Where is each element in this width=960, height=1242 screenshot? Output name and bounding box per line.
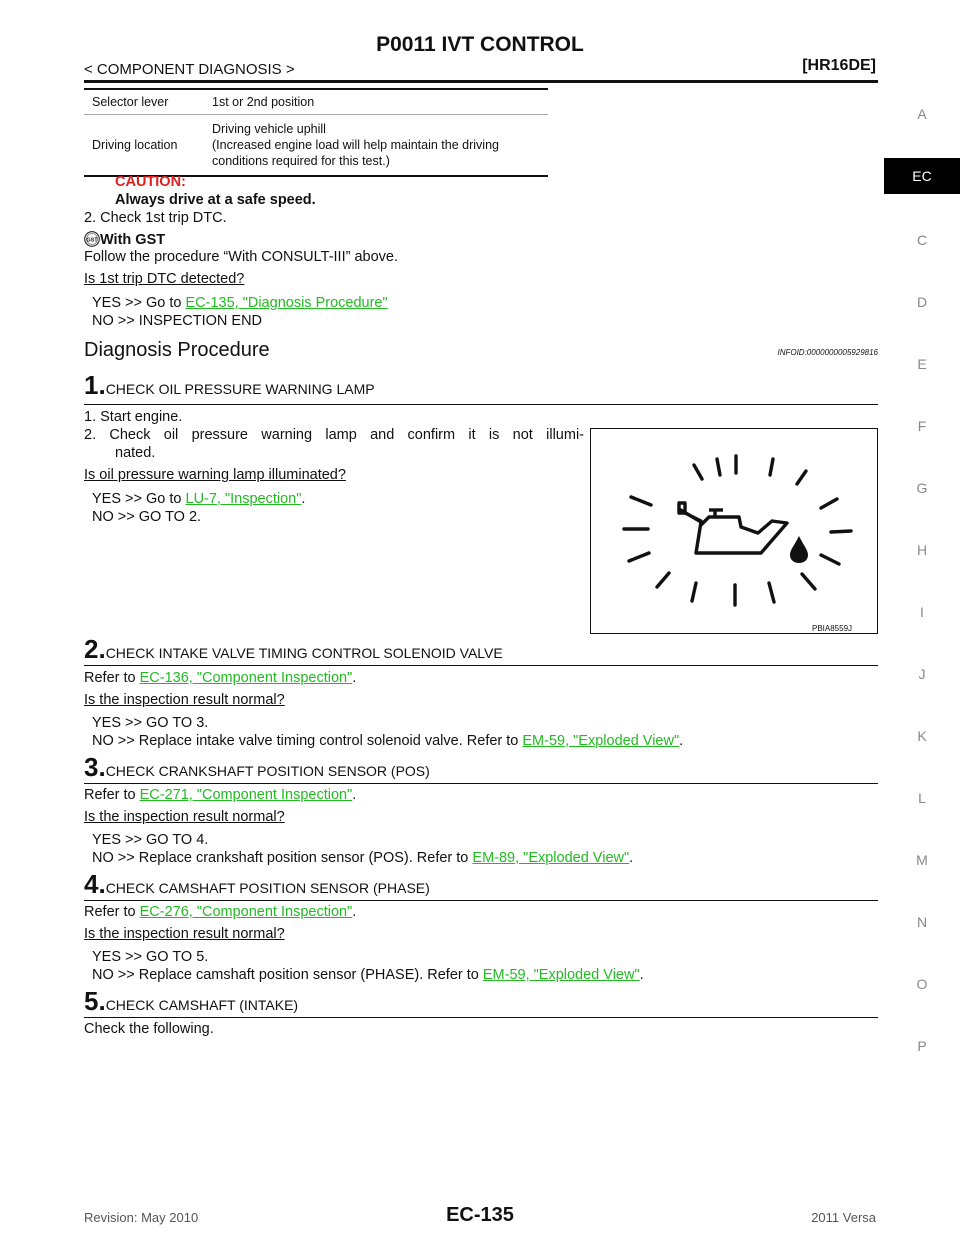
step-heading: 1.CHECK OIL PRESSURE WARNING LAMP [84,370,375,400]
side-tab-h[interactable]: H [916,542,928,558]
yes-line: YES >> Go to EC-135, "Diagnosis Procedur… [92,295,388,311]
caution-title: CAUTION: [115,174,186,190]
question: Is the inspection result normal? [84,926,285,942]
side-tab-e[interactable]: E [917,356,927,372]
side-tab-o[interactable]: O [916,976,928,992]
no-line: NO >> Replace intake valve timing contro… [92,733,684,749]
yes-line: YES >> GO TO 5. [92,949,209,965]
step-heading: 4.CHECK CAMSHAFT POSITION SENSOR (PHASE) [84,869,430,899]
figure-code: PBIA8559J [812,624,853,633]
side-tab-a[interactable]: A [917,106,927,122]
caution-text: Always drive at a safe speed. [115,192,316,208]
side-tab-m[interactable]: M [916,852,928,868]
side-tab-g[interactable]: G [916,480,928,496]
condition-label: Driving location [84,114,204,177]
side-tab-p[interactable]: P [917,1038,927,1054]
side-tab-k[interactable]: K [917,728,927,744]
step-text: Check the following. [84,1021,214,1037]
info-id: INFOID:0000000005929816 [777,348,878,357]
question: Is the inspection result normal? [84,692,285,708]
gst-heading: GST With GST [84,231,165,248]
section-heading: Diagnosis Procedure [84,339,270,361]
side-tab-i[interactable]: I [920,604,924,620]
step-rule [84,900,878,901]
side-tab-d[interactable]: D [916,294,928,310]
question: Is 1st trip DTC detected? [84,271,245,287]
yes-line: YES >> Go to LU-7, "Inspection". [92,491,306,507]
no-line: NO >> GO TO 2. [92,509,202,525]
side-tab-l[interactable]: L [918,790,926,806]
step-line: nated. [115,445,156,461]
conditions-table: Selector lever 1st or 2nd position Drivi… [84,88,548,177]
link-ec-135[interactable]: EC-135, "Diagnosis Procedure" [185,295,388,311]
link-ec-276[interactable]: EC-276, "Component Inspection" [139,904,353,920]
question: Is the inspection result normal? [84,809,285,825]
step-rule [84,404,878,405]
section-label: < COMPONENT DIAGNOSIS > [84,61,295,78]
oil-can-icon [622,454,853,607]
side-tab-ec[interactable]: EC [884,158,960,194]
side-tab-n[interactable]: N [916,914,928,930]
footer-page-number: EC-135 [446,1204,514,1226]
step-rule [84,1017,878,1018]
side-tab-c[interactable]: C [916,232,928,248]
link-em-59[interactable]: EM-59, "Exploded View" [482,967,640,983]
page-title: P0011 IVT CONTROL [376,33,584,56]
yes-line: YES >> GO TO 4. [92,832,209,848]
header-rule [84,80,878,83]
step-line: 2. Check oil pressure warning lamp and c… [84,427,584,443]
oil-lamp-figure [590,428,878,634]
step-text: 2. Check 1st trip DTC. [84,210,227,226]
no-line: NO >> Replace crankshaft position sensor… [92,850,634,866]
link-em-89[interactable]: EM-89, "Exploded View" [472,850,630,866]
side-tab-f[interactable]: F [917,418,927,434]
side-tab-j[interactable]: J [918,666,926,682]
step-heading: 3.CHECK CRANKSHAFT POSITION SENSOR (POS) [84,752,430,782]
step-line: 1. Start engine. [84,409,183,425]
step-rule [84,783,878,784]
gst-icon: GST [84,231,100,247]
step-heading: 2.CHECK INTAKE VALVE TIMING CONTROL SOLE… [84,634,503,664]
step-heading: 5.CHECK CAMSHAFT (INTAKE) [84,986,299,1016]
engine-code: [HR16DE] [802,57,876,74]
condition-value: 1st or 2nd position [204,88,548,115]
refer-line: Refer to EC-271, "Component Inspection". [84,787,357,803]
condition-value: Driving vehicle uphill (Increased engine… [204,114,548,177]
link-lu-7[interactable]: LU-7, "Inspection" [185,491,302,507]
refer-line: Refer to EC-276, "Component Inspection". [84,904,357,920]
link-em-59[interactable]: EM-59, "Exploded View" [522,733,680,749]
refer-line: Refer to EC-136, "Component Inspection". [84,670,357,686]
gst-text: Follow the procedure “With CONSULT-III” … [84,249,399,265]
svg-text:GST: GST [86,238,98,244]
yes-line: YES >> GO TO 3. [92,715,209,731]
link-ec-271[interactable]: EC-271, "Component Inspection" [139,787,353,803]
footer-model: 2011 Versa [811,1210,876,1225]
condition-label: Selector lever [84,88,204,115]
no-line: NO >> INSPECTION END [92,313,263,329]
link-ec-136[interactable]: EC-136, "Component Inspection" [139,670,353,686]
table-row: Driving location Driving vehicle uphill … [84,114,548,177]
question: Is oil pressure warning lamp illuminated… [84,467,346,483]
no-line: NO >> Replace camshaft position sensor (… [92,967,644,983]
step-rule [84,665,878,666]
footer-revision: Revision: May 2010 [84,1210,199,1225]
table-row: Selector lever 1st or 2nd position [84,88,548,115]
